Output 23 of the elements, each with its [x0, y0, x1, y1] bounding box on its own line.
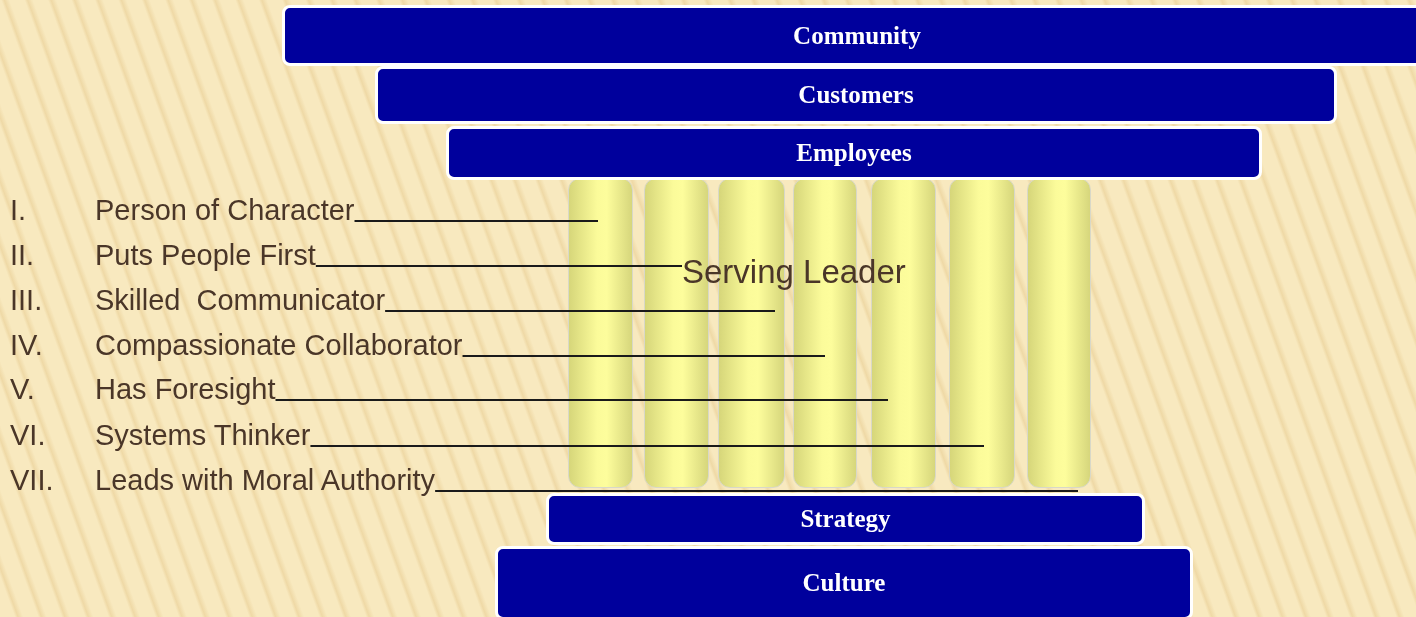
- pillar: [568, 178, 633, 488]
- tier-band: Employees: [446, 126, 1262, 180]
- trait-item: VII. Leads with Moral Authority: [10, 462, 436, 498]
- trait-item: II. Puts People First: [10, 237, 316, 273]
- leader-line: [353, 220, 599, 222]
- trait-item: III. Skilled Communicator: [10, 282, 386, 318]
- pillar: [1027, 178, 1091, 488]
- trait-item: IV. Compassionate Collaborator: [10, 327, 463, 363]
- trait-item: I. Person of Character: [10, 192, 355, 228]
- pillar: [949, 178, 1015, 488]
- trait-item: V. Has Foresight: [10, 371, 276, 407]
- tier-band: Community: [282, 5, 1416, 66]
- trait-item: VI. Systems Thinker: [10, 417, 311, 453]
- leader-line: [434, 490, 1079, 492]
- leader-line: [461, 355, 826, 357]
- tier-band: Strategy: [546, 493, 1145, 545]
- leader-line: [384, 310, 776, 312]
- leader-line: [309, 445, 985, 447]
- tier-band: Culture: [495, 546, 1193, 617]
- leader-line: [314, 265, 683, 267]
- pillar-title: Serving Leader: [682, 252, 906, 292]
- tier-band: Customers: [375, 66, 1337, 124]
- leader-line: [274, 399, 889, 401]
